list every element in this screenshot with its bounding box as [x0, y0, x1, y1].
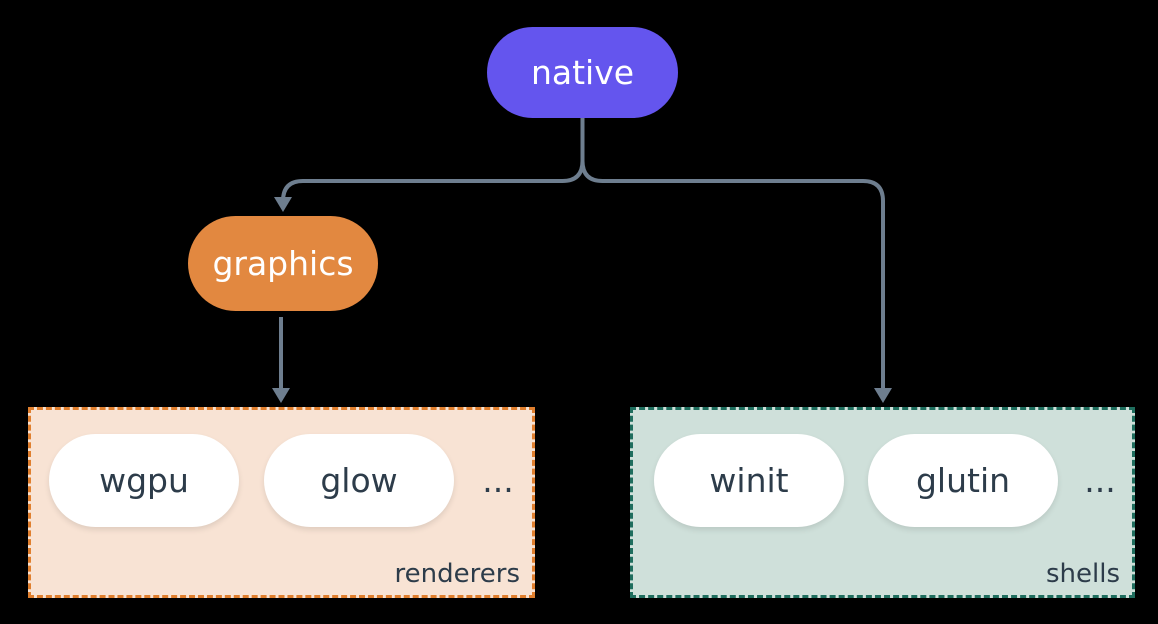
node-glow: glow — [264, 434, 454, 527]
arrowhead-graphics-icon — [274, 197, 292, 212]
node-glutin: glutin — [868, 434, 1058, 527]
shells-ellipsis: ... — [1084, 461, 1116, 500]
node-graphics: graphics — [188, 216, 378, 311]
group-renderers: wgpu glow ... renderers — [28, 407, 535, 598]
edge-native-graphics — [281, 118, 585, 202]
group-shells: winit glutin ... shells — [630, 407, 1135, 598]
shells-label: shells — [1045, 559, 1120, 589]
node-wgpu: wgpu — [49, 434, 239, 527]
edge-native-shells — [580, 118, 885, 389]
arrowhead-renderers-icon — [272, 388, 290, 403]
renderers-label: renderers — [394, 559, 520, 589]
renderers-ellipsis: ... — [482, 461, 514, 500]
arrowhead-shells-icon — [874, 388, 892, 403]
node-native: native — [487, 27, 678, 118]
node-winit: winit — [654, 434, 844, 527]
